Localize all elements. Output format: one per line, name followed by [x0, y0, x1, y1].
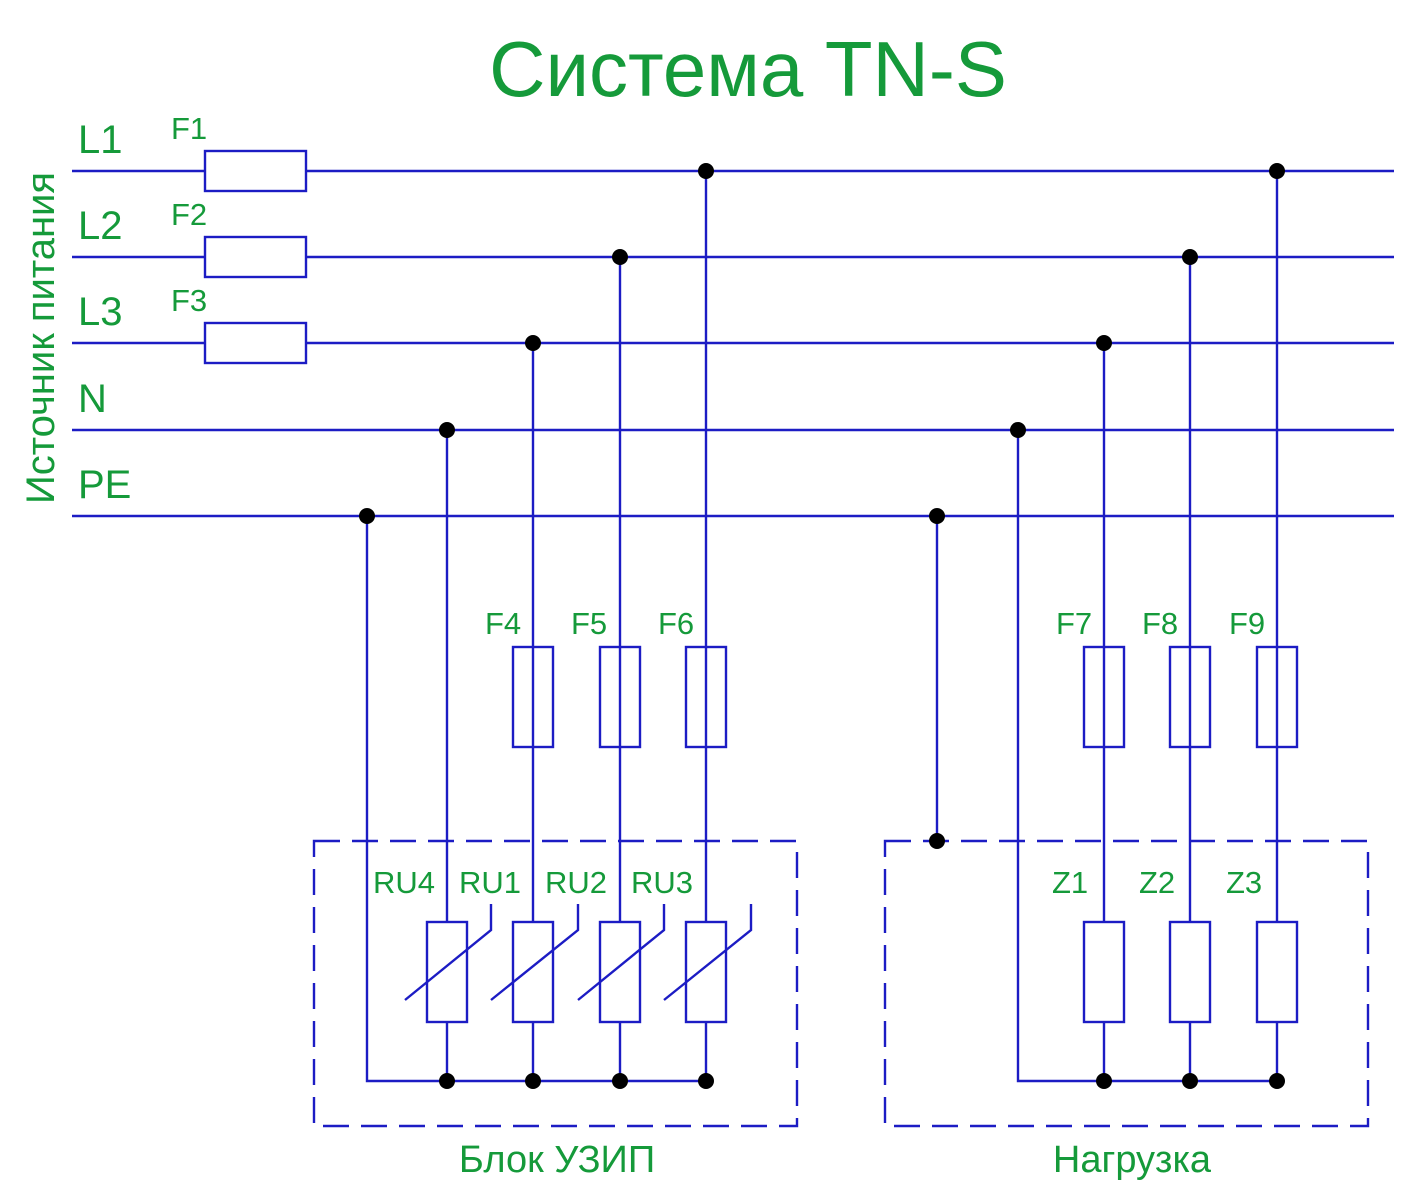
load-label-z2: Z2	[1139, 865, 1175, 900]
load-n-wire	[1016, 430, 1277, 1083]
fuse-label-f6: F6	[658, 606, 694, 641]
varistor-label-ru1: RU1	[459, 865, 521, 900]
node-load-l2	[1182, 249, 1198, 265]
varistor-ru1	[490, 904, 580, 1024]
load-z1	[1082, 920, 1126, 1024]
diagram-title: Система TN-S	[489, 25, 1007, 113]
source-label: Источник питания	[19, 172, 63, 504]
fuse-f2	[203, 235, 308, 279]
load-label-z3: Z3	[1226, 865, 1262, 900]
varistor-ru3	[663, 904, 753, 1024]
fuse-label-f2: F2	[171, 197, 207, 232]
fuse-label-f5: F5	[571, 606, 607, 641]
fuse-label-f4: F4	[485, 606, 521, 641]
varistor-ru2	[577, 904, 666, 1024]
varistor-label-ru4: RU4	[373, 865, 435, 900]
spd-block-label: Блок УЗИП	[459, 1139, 655, 1181]
spd-pe-wire	[365, 516, 706, 1083]
load-z3	[1255, 920, 1299, 1024]
load-label-z1: Z1	[1052, 865, 1088, 900]
load-block-label: Нагрузка	[1053, 1139, 1212, 1181]
bus-label-n: N	[78, 377, 107, 421]
varistor-label-ru3: RU3	[631, 865, 693, 900]
spd-block-frame	[312, 839, 799, 1128]
load-block-frame	[883, 839, 1370, 1128]
bus-label-l2: L2	[78, 204, 123, 248]
varistor-ru4	[404, 904, 493, 1024]
fuse-f1	[203, 149, 308, 193]
bus-label-l3: L3	[78, 290, 123, 334]
fuse-label-f3: F3	[171, 283, 207, 318]
node-load-l3	[1096, 335, 1112, 351]
node-spd-l2	[612, 249, 628, 265]
node-load-bottom-2	[1182, 1073, 1198, 1089]
node-spd-bottom-2	[525, 1073, 541, 1089]
node-load-n	[1010, 422, 1026, 438]
bus-label-pe: PE	[78, 463, 131, 507]
node-spd-bottom-3	[612, 1073, 628, 1089]
node-spd-bottom-4	[698, 1073, 714, 1089]
node-spd-bottom-1	[439, 1073, 455, 1089]
fuse-label-f1: F1	[171, 111, 207, 146]
node-spd-l3	[525, 335, 541, 351]
node-load-frame-pe	[929, 833, 945, 849]
load-z2	[1168, 920, 1212, 1024]
node-spd-n	[439, 422, 455, 438]
node-spd-pe	[359, 508, 375, 524]
node-load-bottom-3	[1269, 1073, 1285, 1089]
node-load-bottom-1	[1096, 1073, 1112, 1089]
junction-nodes	[359, 163, 1285, 1089]
node-load-l1	[1269, 163, 1285, 179]
bus-label-l1: L1	[78, 118, 123, 162]
fuse-label-f7: F7	[1056, 606, 1092, 641]
varistor-label-ru2: RU2	[545, 865, 607, 900]
fuse-label-f8: F8	[1142, 606, 1178, 641]
fuse-label-f9: F9	[1229, 606, 1265, 641]
node-load-pe	[929, 508, 945, 524]
fuse-f3	[203, 321, 308, 365]
node-spd-l1	[698, 163, 714, 179]
